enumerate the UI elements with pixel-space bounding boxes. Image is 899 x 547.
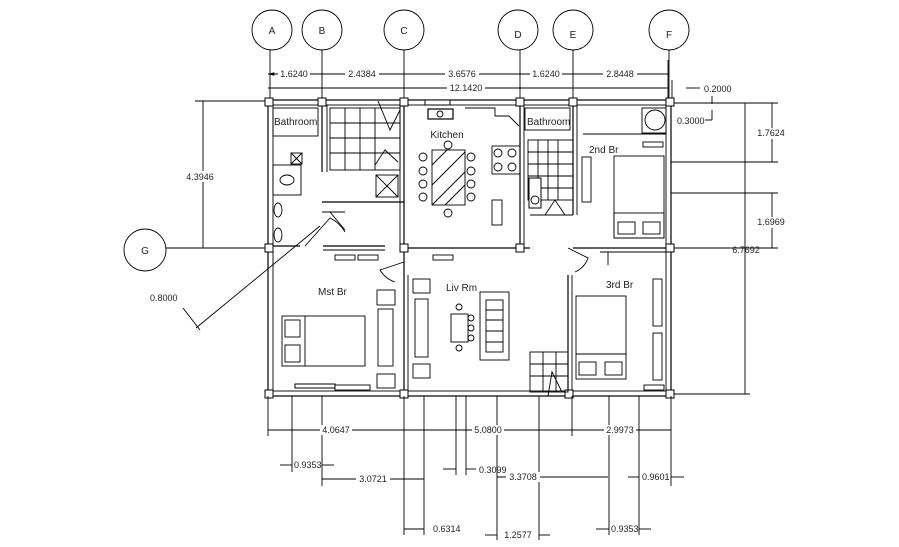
dim-bottom-row2-3: 0.3099 <box>479 465 507 475</box>
grid-bubble-b: B <box>301 9 343 100</box>
svg-text:F: F <box>666 30 672 41</box>
top-dimensions <box>268 60 700 100</box>
dim-top-1: 1.6240 <box>280 69 308 79</box>
dim-bottom-1: 4.0647 <box>322 425 350 435</box>
dim-bottom-row2-4: 3.3708 <box>509 472 537 482</box>
dim-left-height: 4.3946 <box>186 172 214 182</box>
dim-bottom-row2-5: 0.9601 <box>642 472 670 482</box>
second-bedroom-furniture <box>581 141 665 239</box>
svg-text:E: E <box>570 30 577 41</box>
dim-bottom-row3-2: 1.2577 <box>504 530 532 540</box>
dim-top-3: 3.6576 <box>448 69 476 79</box>
dim-bottom-2: 5.0800 <box>474 425 502 435</box>
dim-top-5: 2.8448 <box>606 69 634 79</box>
grid-bubbles: A B C D E F G <box>123 9 690 272</box>
room-label-bathroom-right: Bathroom <box>527 117 570 128</box>
doors <box>304 100 589 397</box>
grid-bubble-f: F <box>648 9 690 100</box>
grid-bubble-d: D <box>497 9 539 100</box>
room-label-master-bedroom: Mst Br <box>318 287 348 298</box>
room-label-second-bedroom: 2nd Br <box>589 145 619 156</box>
dim-right-total: 6.7692 <box>732 245 760 255</box>
svg-text:A: A <box>269 26 276 37</box>
svg-text:G: G <box>141 246 149 257</box>
dim-bottom-3: 2.9973 <box>606 425 634 435</box>
bathroom-right-fixtures <box>524 107 667 209</box>
dim-top-right-offset: 0.2000 <box>704 84 732 94</box>
svg-text:C: C <box>400 26 407 37</box>
dim-bottom-row3-3: 0.9353 <box>611 524 639 534</box>
master-bedroom-furniture <box>281 254 396 391</box>
third-bedroom-furniture <box>575 278 665 391</box>
room-label-third-bedroom: 3rd Br <box>606 280 634 291</box>
room-label-living-room: Liv Rm <box>446 283 477 294</box>
room-label-bathroom-left: Bathroom <box>274 117 317 128</box>
dim-bottom-row2-1: 0.9353 <box>294 460 322 470</box>
dim-bottom-row2-2: 3.0721 <box>359 474 387 484</box>
dim-diagonal: 0.8000 <box>150 293 178 303</box>
walls <box>264 97 675 399</box>
dim-bottom-row3-1: 0.6314 <box>433 524 461 534</box>
right-dimensions <box>671 102 778 395</box>
diagonal-dimension <box>182 211 346 331</box>
kitchen-fixtures <box>418 107 521 226</box>
grid-bubble-a: A <box>251 9 293 100</box>
grid-bubble-g: G <box>123 228 270 272</box>
bottom-dimensions <box>267 396 684 540</box>
dim-top-4: 1.6240 <box>532 69 560 79</box>
dim-right-2: 1.6969 <box>757 217 785 227</box>
dim-right-offset: 0.3000 <box>677 116 705 126</box>
living-room-furniture <box>412 254 569 393</box>
grid-bubble-e: E <box>552 9 594 100</box>
dim-top-2: 2.4384 <box>348 69 376 79</box>
dim-right-1: 1.7624 <box>757 128 785 138</box>
dim-top-total: 12.1420 <box>450 83 483 93</box>
svg-text:B: B <box>319 26 326 37</box>
bathroom-left-fixtures <box>272 107 401 243</box>
grid-bubble-c: C <box>383 9 425 100</box>
room-label-kitchen: Kitchen <box>430 130 463 141</box>
svg-text:D: D <box>514 30 521 41</box>
